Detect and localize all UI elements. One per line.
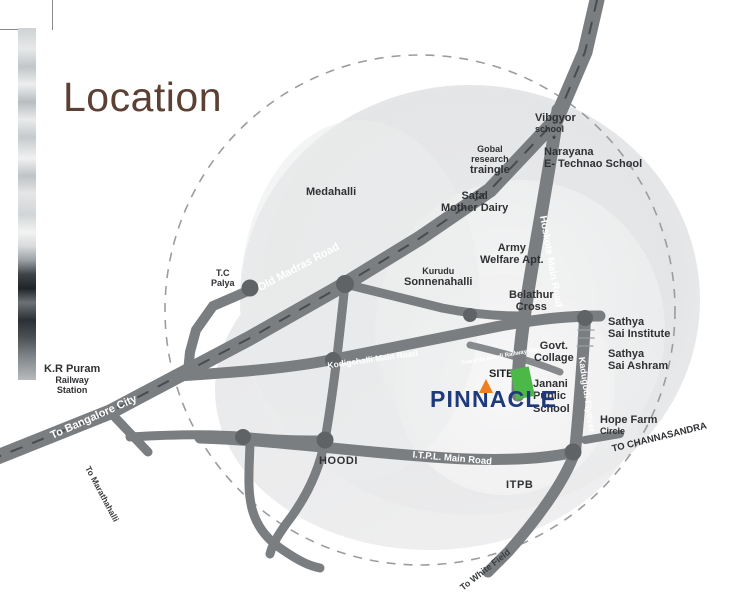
label-janani-line1: Janani <box>533 378 568 390</box>
label-medahalli: Medahalli <box>306 186 357 198</box>
page-title: Location <box>63 74 223 120</box>
label-belathur-line2: Cross <box>515 301 547 314</box>
road-kadugodi-flyover <box>569 312 591 458</box>
junction-hoodi <box>316 431 334 449</box>
road-to-white-field <box>482 446 581 578</box>
site-label: SITE <box>489 368 514 380</box>
label-gobal-line1: Gobal <box>477 144 503 154</box>
label-janani-line3: School <box>533 402 570 415</box>
road-site-access <box>466 341 564 376</box>
label-sathya-inst-line1: Sathya <box>608 316 645 328</box>
label-hoodi: HOODI <box>319 455 359 467</box>
road-old-madras-centerline <box>0 0 598 458</box>
label-tc-palya-line2: Palya <box>211 278 235 289</box>
label-safal-line1: Safal <box>461 190 488 202</box>
label-gobal-line3: traingle <box>470 164 510 177</box>
label-kr-puram-line3: Station <box>56 385 88 396</box>
label-narayana-line2: E- Technao School <box>544 158 643 171</box>
label-tc-palya-line1: T.C <box>216 268 230 278</box>
road-to-marathahalli <box>105 407 153 457</box>
label-janani-public-school: Janani Public School <box>533 378 570 415</box>
junction-tc-palya <box>241 279 259 297</box>
label-narayana-line1: Narayana <box>544 146 594 158</box>
label-kurudu-sonnenahalli: Kurudu Sonnenahalli <box>404 266 472 288</box>
label-govt-collage: Govt. Collage <box>534 340 574 365</box>
road-junctions <box>235 275 593 461</box>
label-sathya-ashram-line1: Sathya <box>608 348 645 360</box>
label-narayana-school: Narayana E- Technao School <box>544 146 642 171</box>
corner-rule-vertical <box>52 0 53 30</box>
junction-lower-west <box>235 429 251 445</box>
pinnacle-triangle-icon <box>479 379 493 393</box>
road-label-to-whitefield: To White Field <box>458 547 512 592</box>
road-label-to-marathahalli: To Marathahalli <box>83 464 121 523</box>
label-govt-line2: Collage <box>534 352 574 365</box>
junction-hope-farm <box>564 443 582 461</box>
label-govt-line1: Govt. <box>539 340 568 352</box>
label-kr-puram-line1: K.R Puram <box>44 363 101 375</box>
label-kr-puram-line2: Railway <box>55 375 89 386</box>
label-sathya-sai-institute: Sathya Sai Institute <box>608 316 670 341</box>
label-kurudu-line1: Kurudu <box>422 266 455 276</box>
label-hope-line1: Hope Farm <box>600 414 658 426</box>
map-background-shapes <box>215 85 700 550</box>
label-sathya-ashram-line2: Sai Ashram <box>608 360 669 373</box>
corner-rule-horizontal <box>0 29 20 30</box>
label-vibgyor-line2: school <box>535 124 565 135</box>
pinnacle-wordmark: PINNACLE <box>430 386 558 412</box>
label-tc-palya: T.C Palya <box>211 268 235 288</box>
junction-medahalli <box>336 275 354 293</box>
label-gobal-research-traingle: Gobal research traingle <box>470 144 510 176</box>
label-safal-line2: Mother Dairy <box>441 202 509 215</box>
label-sathya-inst-line2: Sai Institute <box>608 328 671 341</box>
junction-belathur <box>463 308 477 322</box>
photo-strip <box>18 28 36 380</box>
label-vibgyor-dot: * <box>552 134 556 145</box>
junction-kodigehalli <box>325 352 341 368</box>
road-lower-connector <box>125 430 330 445</box>
label-army-line2: Welfare Apt. <box>480 254 544 267</box>
label-kr-puram: K.R Puram Railway Station <box>44 363 100 395</box>
label-kurudu-line2: Sonnenahalli <box>404 276 473 289</box>
road-hoodi-inner-loop <box>265 435 330 559</box>
junction-hoskote-belathur <box>577 310 593 326</box>
label-gobal-line2: research <box>471 154 509 165</box>
label-janani-line2: Public <box>533 390 567 403</box>
road-network <box>0 0 624 578</box>
label-army-line1: Army <box>497 242 526 254</box>
pinnacle-logo: PINNACLE <box>430 379 558 413</box>
label-belathur-cross: Belathur Cross <box>509 289 554 314</box>
label-safal-mother-dairy: Safal Mother Dairy <box>441 190 508 215</box>
label-sathya-sai-ashram: Sathya Sai Ashram <box>608 348 668 373</box>
label-itpb: ITPB <box>506 479 534 491</box>
road-to-channasandra <box>581 430 624 444</box>
label-belathur-line1: Belathur <box>509 289 554 301</box>
label-hope-farm-circle: Hope Farm Circle <box>600 414 657 436</box>
road-kodigehalli-main <box>172 310 606 382</box>
flyover-hatching <box>576 329 595 347</box>
label-vibgyor-school: Vibgyor school * <box>535 112 576 144</box>
road-medahalli-belathur <box>340 279 525 321</box>
label-army-welfare-apt: Army Welfare Apt. <box>480 242 544 267</box>
boundary-dashed-circle <box>164 54 676 566</box>
label-vibgyor-line1: Vibgyor <box>535 112 576 124</box>
label-hope-line2: Circle <box>600 426 626 437</box>
